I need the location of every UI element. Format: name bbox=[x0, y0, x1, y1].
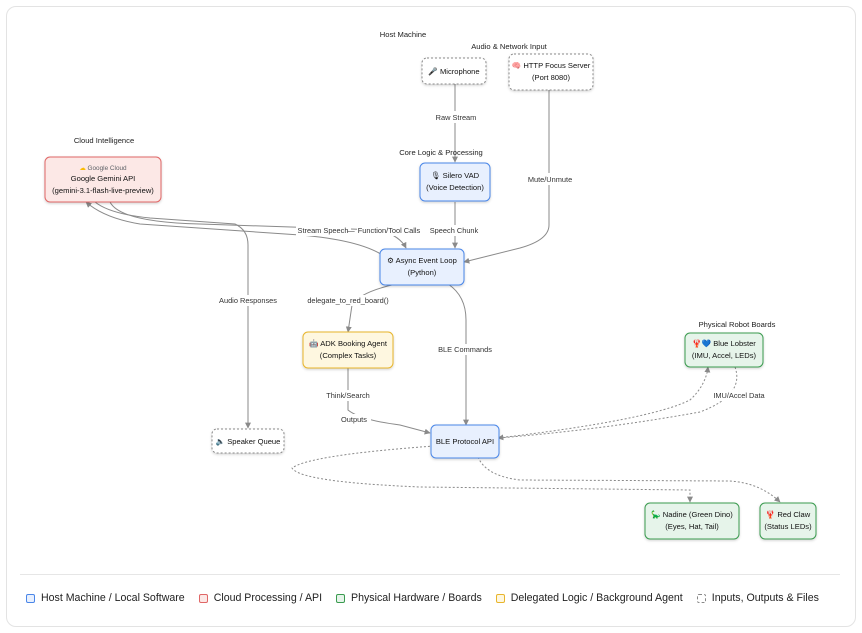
svg-text:BLE Protocol API: BLE Protocol API bbox=[436, 437, 494, 446]
legend-swatch bbox=[198, 593, 208, 603]
label-function-calls: Function/Tool Calls bbox=[358, 226, 421, 235]
speaker-icon: 🔈 bbox=[216, 437, 225, 446]
svg-text:—: — bbox=[347, 226, 355, 235]
svg-text:⚙ Async Event Loop: ⚙ Async Event Loop bbox=[387, 256, 457, 265]
legend-divider bbox=[20, 574, 840, 575]
svg-text:(Complex Tasks): (Complex Tasks) bbox=[320, 351, 377, 360]
edge-audio-responses bbox=[94, 201, 251, 429]
legend-label: Delegated Logic / Background Agent bbox=[510, 592, 683, 604]
legend-label: Cloud Processing / API bbox=[213, 592, 323, 604]
svg-text:🦞💙 Blue Lobster: 🦞💙 Blue Lobster bbox=[692, 339, 756, 348]
label-outputs: Outputs bbox=[341, 415, 367, 424]
robot-icon: 🤖 bbox=[309, 339, 319, 348]
node-red-claw[interactable]: 🦞 Red Claw (Status LEDs) bbox=[759, 502, 817, 540]
group-core: Core Logic & Processing bbox=[399, 148, 483, 157]
svg-text:(Eyes, Hat, Tail): (Eyes, Hat, Tail) bbox=[665, 522, 719, 531]
google-cloud-icon: ☁ bbox=[79, 165, 85, 172]
node-gemini-api[interactable]: ☁ Google Cloud Google Gemini API (gemini… bbox=[44, 156, 162, 203]
legend-item-agent: Delegated Logic / Background Agent bbox=[495, 592, 683, 604]
edge-ble-to-blue-lobster bbox=[497, 366, 711, 441]
microphone-icon: 🎤 bbox=[428, 66, 438, 76]
gear-icon: ⚙ bbox=[387, 256, 394, 265]
svg-text:🤖 ADK Booking Agent: 🤖 ADK Booking Agent bbox=[309, 339, 388, 348]
svg-text:🧠 HTTP Focus Server: 🧠 HTTP Focus Server bbox=[512, 61, 591, 70]
group-audio-network: Audio & Network Input bbox=[471, 42, 547, 51]
lobster-icon: 🦞 bbox=[766, 510, 775, 519]
legend-item-hardware: Physical Hardware / Boards bbox=[336, 592, 482, 604]
node-speaker-queue[interactable]: 🔈 Speaker Queue bbox=[211, 428, 285, 454]
svg-text:(Port 8080): (Port 8080) bbox=[532, 73, 570, 82]
svg-text:🦞 Red Claw: 🦞 Red Claw bbox=[766, 510, 811, 519]
microphone-icon: 🎙 bbox=[431, 171, 441, 180]
node-microphone[interactable]: 🎤 Microphone bbox=[421, 57, 487, 85]
svg-text:☁ Google Cloud: ☁ Google Cloud bbox=[79, 165, 127, 172]
node-blue-lobster[interactable]: 🦞💙 Blue Lobster (IMU, Accel, LEDs) bbox=[684, 332, 764, 368]
svg-text:(IMU, Accel, LEDs): (IMU, Accel, LEDs) bbox=[692, 351, 757, 360]
node-http-focus-server[interactable]: 🧠 HTTP Focus Server (Port 8080) bbox=[508, 53, 594, 91]
legend-swatch bbox=[696, 593, 706, 603]
label-stream-speech: Stream Speech bbox=[298, 226, 349, 235]
node-nadine[interactable]: 🦕 Nadine (Green Dino) (Eyes, Hat, Tail) bbox=[644, 502, 740, 540]
legend: Host Machine / Local Software Cloud Proc… bbox=[6, 586, 856, 610]
group-host-machine: Host Machine bbox=[380, 30, 426, 39]
legend-swatch bbox=[336, 593, 346, 603]
svg-text:(gemini-3.1-flash-live-preview: (gemini-3.1-flash-live-preview) bbox=[52, 186, 154, 195]
node-async-event-loop[interactable]: ⚙ Async Event Loop (Python) bbox=[379, 248, 465, 286]
label-mute-unmute: Mute/Unmute bbox=[528, 175, 572, 184]
legend-item-cloud: Cloud Processing / API bbox=[198, 592, 323, 604]
label-ble-commands: BLE Commands bbox=[438, 345, 492, 354]
edge-ble-to-nadine bbox=[291, 445, 693, 503]
edge-delegate bbox=[345, 283, 397, 333]
legend-label: Inputs, Outputs & Files bbox=[711, 592, 819, 604]
svg-text:(Status LEDs): (Status LEDs) bbox=[764, 522, 812, 531]
svg-text:(Voice Detection): (Voice Detection) bbox=[426, 183, 484, 192]
label-raw-stream: Raw Stream bbox=[436, 113, 477, 122]
node-adk-booking-agent[interactable]: 🤖 ADK Booking Agent (Complex Tasks) bbox=[302, 331, 394, 369]
edge-ble-commands bbox=[447, 283, 469, 426]
svg-text:🦕 Nadine (Green Dino): 🦕 Nadine (Green Dino) bbox=[651, 510, 733, 519]
label-speech-chunk: Speech Chunk bbox=[430, 226, 479, 235]
node-silero-vad[interactable]: 🎙 Silero VAD (Voice Detection) bbox=[419, 162, 491, 202]
legend-item-host: Host Machine / Local Software bbox=[26, 592, 185, 604]
legend-swatch bbox=[495, 593, 505, 603]
legend-label: Host Machine / Local Software bbox=[41, 592, 185, 604]
label-delegate: delegate_to_red_board() bbox=[307, 296, 388, 305]
brain-icon: 🧠 bbox=[512, 61, 522, 70]
svg-text:🎙 Silero VAD: 🎙 Silero VAD bbox=[431, 171, 480, 180]
edge-ble-to-red-claw bbox=[477, 456, 781, 503]
label-imu-accel: IMU/Accel Data bbox=[713, 391, 765, 400]
svg-text:🎤 Microphone: 🎤 Microphone bbox=[428, 66, 479, 76]
legend-item-io: Inputs, Outputs & Files bbox=[696, 592, 819, 604]
label-think-search: Think/Search bbox=[326, 391, 370, 400]
group-robots: Physical Robot Boards bbox=[699, 320, 776, 329]
node-ble-protocol-api[interactable]: BLE Protocol API bbox=[430, 424, 500, 459]
svg-text:Google Gemini API: Google Gemini API bbox=[71, 174, 136, 183]
dinosaur-icon: 🦕 bbox=[651, 510, 661, 519]
svg-text:🔈 Speaker Queue: 🔈 Speaker Queue bbox=[216, 437, 281, 446]
lobster-icon: 🦞💙 bbox=[692, 339, 711, 348]
edge-imu-accel bbox=[497, 366, 738, 439]
legend-swatch bbox=[26, 593, 35, 603]
legend-label: Physical Hardware / Boards bbox=[351, 592, 482, 604]
label-audio-responses: Audio Responses bbox=[219, 296, 277, 305]
edge-mute-unmute bbox=[463, 90, 550, 264]
edge-function-calls bbox=[109, 201, 407, 249]
svg-text:(Python): (Python) bbox=[408, 268, 437, 277]
group-cloud: Cloud Intelligence bbox=[74, 136, 134, 145]
